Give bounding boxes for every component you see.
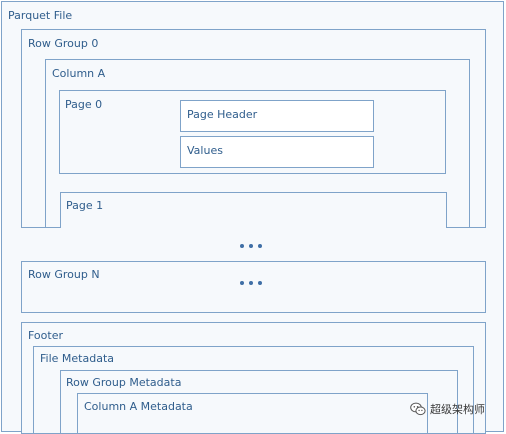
ellipsis-dots: [240, 244, 262, 248]
dot: [258, 281, 262, 285]
row-group-n-label: Row Group N: [28, 268, 100, 281]
page-1-label: Page 1: [66, 199, 104, 212]
row-group-n-ellipsis: [240, 281, 262, 285]
parquet-file-label: Parquet File: [8, 9, 73, 22]
footer-label: Footer: [28, 329, 63, 342]
column-a-metadata-box: [77, 393, 428, 434]
page-1-box: [60, 192, 447, 228]
watermark-text: 超级架构师: [430, 403, 485, 416]
column-a-metadata-label: Column A Metadata: [84, 400, 193, 413]
row-group-metadata-label: Row Group Metadata: [66, 376, 182, 389]
dot: [258, 244, 262, 248]
watermark: 超级架构师: [410, 401, 485, 417]
wechat-icon: [410, 402, 426, 416]
row-group-0-label: Row Group 0: [28, 37, 99, 50]
page-0-label: Page 0: [65, 98, 103, 111]
dot: [249, 244, 253, 248]
column-a-label: Column A: [52, 67, 106, 80]
file-metadata-label: File Metadata: [40, 352, 114, 365]
row-group-n-box: [21, 261, 486, 313]
dot: [240, 281, 244, 285]
values-box: [180, 136, 374, 168]
dot: [240, 244, 244, 248]
values-label: Values: [187, 144, 223, 157]
page-header-box: [180, 100, 374, 132]
dot: [249, 281, 253, 285]
page-header-label: Page Header: [187, 108, 258, 121]
